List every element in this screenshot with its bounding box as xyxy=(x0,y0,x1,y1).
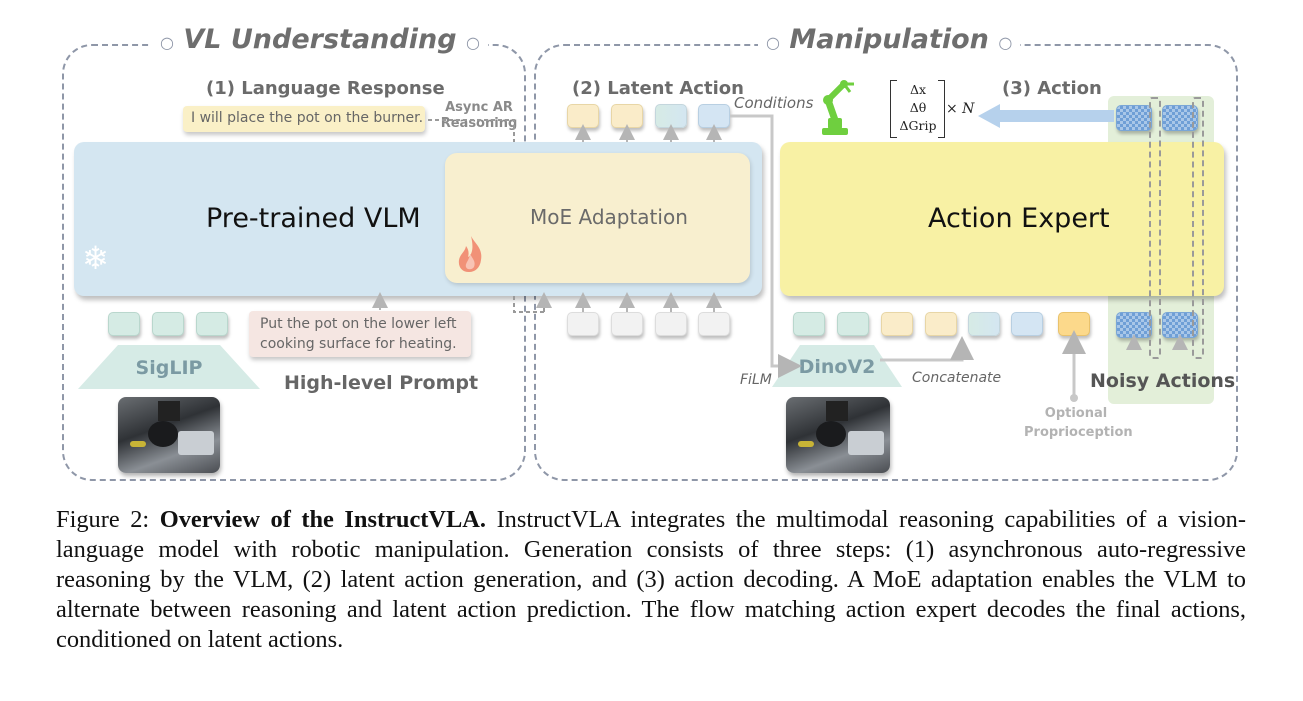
siglip-label: SigLIP xyxy=(135,357,203,379)
moe-adaptation-box xyxy=(445,153,750,283)
scene-image xyxy=(118,397,220,473)
noisy-action-token xyxy=(1116,105,1152,131)
condition-token xyxy=(968,312,1000,336)
snowflake-icon: ❄ xyxy=(82,239,109,277)
dinov2-encoder xyxy=(772,345,902,387)
latent-query-token xyxy=(698,312,730,336)
vl-understanding-title: ○ VL Understanding ○ xyxy=(152,24,488,55)
dinov2-label: DinoV2 xyxy=(798,356,876,378)
siglip-encoder xyxy=(78,345,260,389)
noisy-actions-label: Noisy Actions xyxy=(1090,370,1236,392)
high-level-prompt-label: High-level Prompt xyxy=(284,372,479,394)
condition-token xyxy=(925,312,957,336)
noisy-dashed-frame xyxy=(1149,97,1161,359)
high-level-prompt-bubble: Put the pot on the lower left cooking su… xyxy=(249,311,471,357)
latent-query-token xyxy=(611,312,643,336)
action-vector: Δx Δθ ΔGrip xyxy=(890,80,950,138)
fire-icon xyxy=(458,236,482,272)
caption-text: InstructVLA integrates the multimodal re… xyxy=(56,506,1246,653)
latent-query-token xyxy=(655,312,687,336)
connector-lines xyxy=(372,114,1188,402)
latent-action-label: (2) Latent Action xyxy=(572,78,744,99)
noisy-action-token xyxy=(1162,105,1198,131)
noisy-action-token xyxy=(1162,312,1198,338)
action-times-n: × N xyxy=(946,101,975,117)
action-label: (3) Action xyxy=(1002,78,1102,99)
condition-token xyxy=(837,312,869,336)
action-row: ΔGrip xyxy=(899,118,937,133)
condition-token xyxy=(881,312,913,336)
condition-token xyxy=(793,312,825,336)
action-row: Δθ xyxy=(909,100,927,115)
action-row: Δx xyxy=(909,82,927,97)
film-label: FiLM xyxy=(740,372,772,388)
manipulation-title: ○ Manipulation ○ xyxy=(758,24,1021,55)
latent-token xyxy=(655,104,687,128)
language-response-label: (1) Language Response xyxy=(206,78,445,99)
action-expert-title: Action Expert xyxy=(928,203,1110,234)
caption-label: Figure 2: xyxy=(56,506,150,533)
language-response-bubble: I will place the pot on the burner. xyxy=(183,106,425,132)
vision-token xyxy=(196,312,228,336)
condition-token xyxy=(1011,312,1043,336)
scene-image xyxy=(786,397,890,473)
vision-token xyxy=(152,312,184,336)
conditions-label: Conditions xyxy=(734,94,814,112)
vision-token xyxy=(108,312,140,336)
concatenate-label: Concatenate xyxy=(912,370,1002,386)
action-arrow xyxy=(978,104,1114,128)
caption-title: Overview of the InstructVLA. xyxy=(159,506,487,533)
optional-proprioception-label: Optional Proprioception xyxy=(1024,406,1133,440)
vlm-title: Pre-trained VLM xyxy=(206,203,421,234)
figure-caption: Figure 2: Overview of the InstructVLA. I… xyxy=(56,505,1246,655)
robot-arm-icon xyxy=(822,80,854,135)
moe-adaptation-title: MoE Adaptation xyxy=(530,205,688,229)
latent-query-token xyxy=(567,312,599,336)
noisy-dashed-frame xyxy=(1192,97,1204,359)
